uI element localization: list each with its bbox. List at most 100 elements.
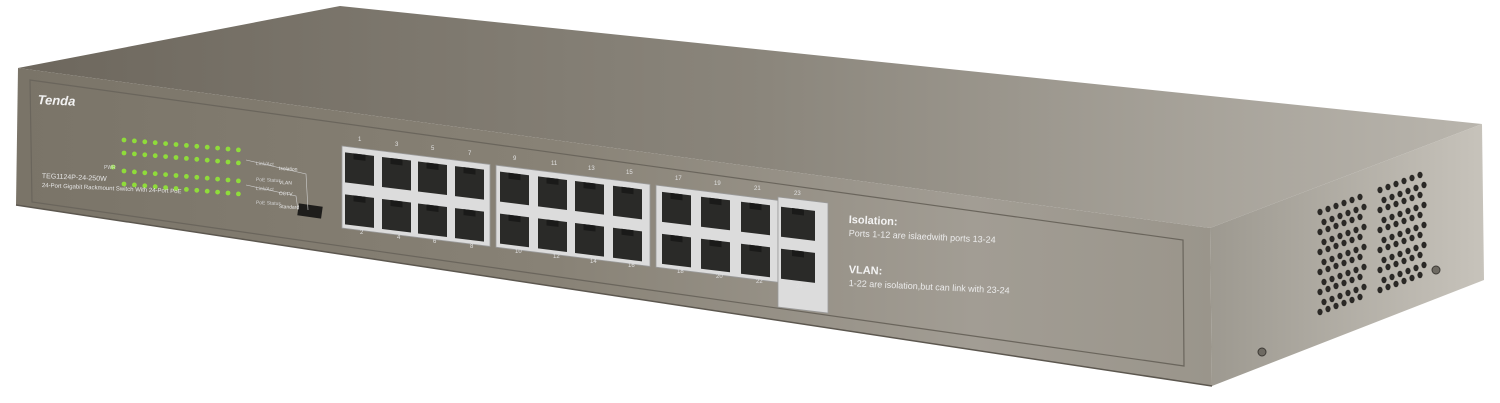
status-led [204,157,210,163]
vent-hole [1337,292,1343,300]
vent-hole [1345,289,1351,297]
vent-hole [1421,181,1427,189]
rj45-port[interactable] [662,191,691,226]
vent-hole [1393,240,1399,248]
port-number-bottom: 16 [628,263,635,270]
status-led [132,138,137,144]
vent-hole [1409,234,1415,242]
rj45-port[interactable] [701,196,730,231]
vent-hole [1417,191,1423,199]
port-number-top: 23 [794,191,801,198]
vent-hole [1413,184,1419,192]
rj45-port[interactable] [418,161,447,196]
rj45-port[interactable] [613,185,642,220]
rj45-port[interactable] [455,166,484,200]
vent-hole [1317,228,1323,236]
rj45-port[interactable] [662,233,691,268]
vent-hole [1329,295,1335,303]
vent-hole [1357,233,1363,241]
vent-hole [1393,180,1399,188]
vent-hole [1389,233,1395,241]
status-led [173,173,179,178]
vent-hole [1341,259,1347,267]
status-led [225,190,231,196]
vent-hole [1381,276,1387,284]
rj45-port[interactable] [500,213,529,248]
vent-hole [1393,280,1399,288]
rj45-port[interactable] [575,181,604,215]
mode-selector-switch[interactable] [297,203,323,219]
rj45-port[interactable] [781,248,815,283]
vent-hole [1333,282,1339,290]
vent-hole [1377,226,1383,234]
vent-hole [1421,261,1427,269]
ventilation-grille-left [1317,193,1367,316]
status-led [184,174,189,179]
vent-hole [1417,271,1423,279]
port-number-top: 15 [626,170,633,177]
vent-hole [1329,215,1335,223]
vent-hole [1401,197,1407,205]
status-led [225,159,231,165]
status-led [236,147,241,153]
rj45-port[interactable] [781,206,815,241]
vent-hole [1333,222,1339,230]
vent-hole [1377,206,1383,214]
rj45-port[interactable] [701,238,730,273]
vent-hole [1381,196,1387,204]
switch-top-face [18,6,1482,228]
vent-hole [1357,193,1363,201]
vent-hole [1349,256,1355,264]
status-led [163,185,169,191]
vent-hole [1393,260,1399,268]
vent-hole [1325,205,1331,213]
vent-hole [1321,278,1327,286]
vent-hole [1401,237,1407,245]
rj45-port[interactable] [382,156,411,191]
vent-hole [1333,262,1339,270]
rj45-port[interactable] [741,201,770,236]
isolation-title: Isolation: [848,214,898,229]
vent-hole [1389,213,1395,221]
vent-hole [1401,277,1407,285]
vent-hole [1341,279,1347,287]
port-number-top: 13 [588,165,595,172]
rj45-port[interactable] [455,208,484,242]
rj45-port[interactable] [538,218,567,252]
vent-hole [1417,231,1423,239]
vent-hole [1381,216,1387,224]
vent-hole [1353,246,1359,254]
status-led [194,143,200,149]
port-block [495,164,651,267]
status-led [236,178,241,184]
vent-hole [1317,208,1323,216]
rj45-port[interactable] [538,176,567,210]
rj45-port[interactable] [418,203,447,238]
vent-hole [1325,305,1331,313]
vent-hole [1349,296,1355,304]
vent-hole [1377,246,1383,254]
vent-hole [1345,209,1351,217]
status-led-array [110,137,241,197]
brand-logo: Tenda [37,92,76,109]
status-led [142,152,148,158]
rj45-port[interactable] [382,198,411,233]
vent-hole [1329,255,1335,263]
status-led [152,153,158,159]
vent-hole [1405,207,1411,215]
vent-hole [1317,248,1323,256]
rj45-port[interactable] [500,171,529,206]
status-led [163,154,169,160]
rj45-port[interactable] [345,152,374,186]
status-led [204,144,210,150]
rj45-port[interactable] [741,243,770,278]
mode-label-cctv: CCTV [278,191,293,198]
vent-hole [1329,275,1335,283]
status-led [121,137,127,143]
vent-hole [1413,244,1419,252]
port-number-top: 19 [714,181,721,188]
rj45-port[interactable] [575,223,604,257]
vent-hole [1361,263,1367,271]
rj45-port[interactable] [613,227,642,262]
rj45-port[interactable] [345,194,374,228]
